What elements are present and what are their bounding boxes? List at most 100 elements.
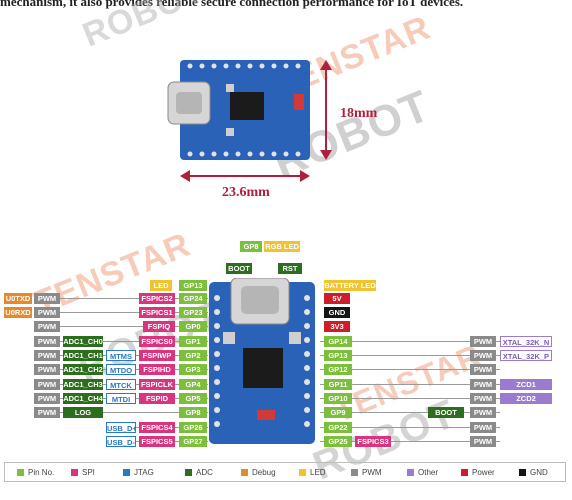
right-row-4-pwm: PWM [470, 336, 496, 347]
right-row-8-gp: GP10 [324, 393, 352, 404]
left-row-1-a: U0TXD [4, 293, 32, 304]
left-row-8-a: PWM [34, 393, 60, 404]
left-row-7-a: PWM [34, 379, 60, 390]
left-row-8-fn: FSPID [139, 393, 175, 404]
left-row-2-gp: GP23 [179, 307, 207, 318]
left-row-7-c: MTCK [106, 379, 136, 390]
right-row-5-pwm: PWM [470, 350, 496, 361]
left-row-3-fn: FSPIQ [143, 321, 175, 332]
left-row-7-gp: GP4 [179, 379, 207, 390]
left-row-9-gp: GP8 [179, 407, 207, 418]
left-row-8-gp: GP5 [179, 393, 207, 404]
right-row-10-gp: GP22 [324, 422, 352, 433]
left-row-5-gp: GP2 [179, 350, 207, 361]
legend-item-debug: Debug [241, 467, 276, 478]
left-row-11-fn: FSPICS5 [139, 436, 175, 447]
header-text: mechanism, it also provides reliable sec… [0, 0, 572, 10]
legend-item-other: Other [407, 467, 438, 478]
label-boot-top: BOOT [226, 263, 252, 274]
right-row-8-fn: ZCD2 [500, 393, 552, 404]
label-rgb-led: RGB LED [264, 241, 300, 252]
left-row-2-b: PWM [34, 307, 60, 318]
height-arrow-head-up [320, 60, 332, 70]
left-row-4-fn: FSPICS0 [139, 336, 175, 347]
right-row-6-gp: GP12 [324, 364, 352, 375]
height-dimension: 18mm [340, 106, 377, 122]
left-row-4-a: PWM [34, 336, 60, 347]
left-row-5-fn: FSPIWP [139, 350, 175, 361]
right-row-4-gp: GP14 [324, 336, 352, 347]
chip [230, 92, 264, 120]
left-row-7-fn: FSPICLK [139, 379, 175, 390]
left-row-10-fn: FSPICS4 [139, 422, 175, 433]
height-arrow-head-down [320, 150, 332, 160]
left-row-0-gp: GP13 [179, 280, 207, 291]
left-row-1-fn: FSPICS2 [139, 293, 175, 304]
left-row-1-gp: GP24 [179, 293, 207, 304]
left-row-6-fn: FSPIHD [139, 364, 175, 375]
left-row-10-c: USB_D+ [106, 422, 136, 433]
legend-item-spi: SPI [71, 467, 95, 478]
boot-button [226, 84, 234, 92]
legend-item-power: Power [461, 467, 495, 478]
right-row-9-gp: GP9 [324, 407, 352, 418]
legend-item-jtag: JTAG [123, 467, 154, 478]
left-row-8-c: MTDI [106, 393, 136, 404]
left-row-6-b: ADC1_CH2 [63, 364, 103, 375]
pinout-antenna [257, 410, 275, 420]
width-arrow-head-left [180, 170, 190, 182]
left-row-3-gp: GP0 [179, 321, 207, 332]
right-row-8-pwm: PWM [470, 393, 496, 404]
left-row-4-gp: GP1 [179, 336, 207, 347]
right-row-5-gp: GP13 [324, 350, 352, 361]
right-row-9-pwm: PWM [470, 407, 496, 418]
width-dimension: 23.6mm [222, 185, 270, 201]
rst-button [226, 128, 234, 136]
left-row-2-a: U0RXD [4, 307, 32, 318]
left-row-6-c: MTDO [106, 364, 136, 375]
label-gp8-top: GP8 [240, 241, 262, 252]
left-row-4-b: ADC1_CH0 [63, 336, 103, 347]
right-row-9-x: BOOT [428, 407, 464, 418]
pinout-boot-button [223, 332, 235, 344]
left-row-1-b: PWM [34, 293, 60, 304]
legend-item-led: LED [299, 467, 326, 478]
right-row-2-gp: GND [324, 307, 350, 318]
left-row-5-a: PWM [34, 350, 60, 361]
legend-item-adc: ADC [185, 467, 213, 478]
left-row-3-b: PWM [34, 321, 60, 332]
left-row-5-c: MTMS [106, 350, 136, 361]
left-row-0-fn: LED [150, 280, 172, 291]
left-row-6-a: PWM [34, 364, 60, 375]
left-row-11-c: USB_D- [106, 436, 136, 447]
left-row-9-a: PWM [34, 407, 60, 418]
right-row-7-gp: GP11 [324, 379, 352, 390]
left-row-2-fn: FSPICS1 [139, 307, 175, 318]
left-row-11-gp: GP27 [179, 436, 207, 447]
board-pinout-illustration [203, 278, 321, 448]
right-row-11-x: FSPICS3 [355, 436, 391, 447]
usb-c-inner [176, 92, 202, 114]
label-rst-top: RST [278, 263, 302, 274]
pinout-chip [243, 348, 283, 388]
pinout-rst-button [289, 332, 301, 344]
right-row-11-gp: GP25 [324, 436, 352, 447]
left-row-7-b: ADC1_CH3 [63, 379, 103, 390]
right-row-6-pwm: PWM [470, 364, 496, 375]
left-row-6-gp: GP3 [179, 364, 207, 375]
right-row-1-gp: 5V [324, 293, 350, 304]
legend-item-pwm: PWM [351, 467, 382, 478]
right-row-11-pwm: PWM [470, 436, 496, 447]
left-row-5-b: ADC1_CH1 [63, 350, 103, 361]
right-row-7-fn: ZCD1 [500, 379, 552, 390]
left-row-8-b: ADC1_CH4 [63, 393, 103, 404]
left-row-9-b: LOG [63, 407, 103, 418]
legend-item-pin: Pin No. [17, 467, 54, 478]
legend-item-gnd: GND [519, 467, 548, 478]
right-row-0-gp: BATTERY LED [324, 280, 376, 291]
right-row-7-pwm: PWM [470, 379, 496, 390]
right-row-3-gp: 3V3 [324, 321, 350, 332]
right-row-10-pwm: PWM [470, 422, 496, 433]
left-row-10-gp: GP26 [179, 422, 207, 433]
right-row-4-fn: XTAL_32K_N [500, 336, 552, 347]
